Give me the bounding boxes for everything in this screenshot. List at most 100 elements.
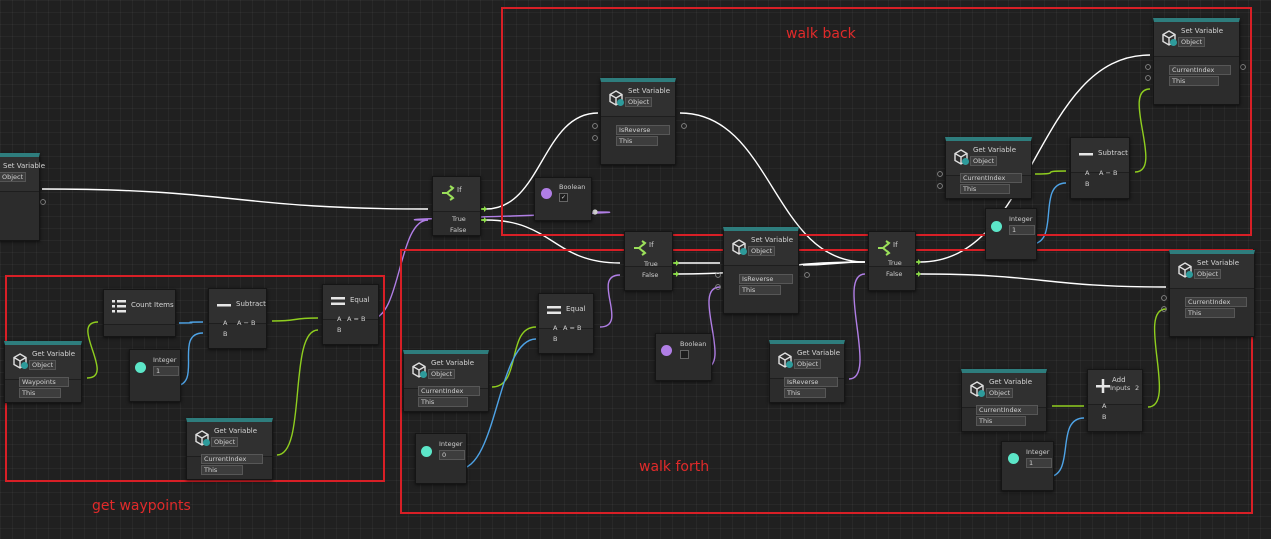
current-index-forth-var-field[interactable]: CurrentIndex — [1185, 297, 1247, 307]
get-current-index-forth-right-kind[interactable]: Object — [986, 388, 1014, 398]
get-current-index-back-this-field[interactable]: This — [960, 184, 1010, 194]
equal-forth-title: Equal — [566, 305, 586, 313]
branch-icon — [442, 185, 455, 201]
plus-icon — [1096, 379, 1110, 393]
boolean-false-title: Boolean — [680, 340, 707, 348]
waypoints-var-field[interactable]: Waypoints — [19, 377, 69, 387]
if-top-true-label: True — [452, 215, 466, 223]
set-is-reverse-forth-kind[interactable]: Object — [748, 246, 776, 256]
boolean-true-checkbox[interactable]: ✓ — [559, 193, 568, 202]
get-current-index-forth-right-this-field[interactable]: This — [976, 416, 1026, 426]
subtract-waypoints-node[interactable]: Subtract A B A − B — [208, 288, 267, 349]
current-index-back-var-field[interactable]: CurrentIndex — [1169, 65, 1231, 75]
count-items-header: Count Items — [104, 290, 175, 325]
subtract-back-node[interactable]: Subtract A B A − B — [1070, 137, 1130, 199]
entry-node-title: Set Variable — [3, 162, 46, 170]
get-current-index-waypoints-this-field[interactable]: This — [201, 465, 243, 475]
set-is-reverse-forth-node[interactable]: Set Variable Object IsReverse This — [723, 227, 799, 314]
get-current-index-waypoints-kind[interactable]: Object — [211, 437, 239, 447]
integer-zero-node[interactable]: Integer 0 — [415, 433, 467, 484]
waypoints-this-field[interactable]: This — [19, 388, 61, 398]
equal-forth-b-label: B — [553, 335, 558, 343]
get-is-reverse-kind[interactable]: Object — [794, 359, 822, 369]
set-is-reverse-forth-title: Set Variable — [751, 236, 794, 244]
add-a-label: A — [1102, 402, 1107, 410]
boolean-false-checkbox[interactable] — [680, 350, 689, 359]
get-current-index-forth-left-node[interactable]: Get Variable Object CurrentIndex This — [403, 350, 489, 412]
list-icon — [112, 300, 126, 313]
count-items-title: Count Items — [131, 301, 174, 309]
cube-icon — [195, 430, 210, 446]
integer-one-back-field[interactable]: 1 — [1009, 225, 1035, 235]
if-node-right[interactable]: If True False — [868, 231, 916, 291]
get-waypoints-header: Get Variable Object — [5, 345, 81, 380]
get-current-index-forth-right-node[interactable]: Get Variable Object CurrentIndex This — [961, 369, 1047, 432]
entry-node[interactable]: Set Variable Object — [0, 153, 45, 241]
boolean-false-icon — [661, 345, 672, 356]
add-node[interactable]: Add Inputs 2 A B — [1087, 369, 1143, 432]
get-current-index-forth-left-var-field[interactable]: CurrentIndex — [418, 386, 480, 396]
set-current-index-back-node[interactable]: Set Variable Object CurrentIndex This — [1153, 18, 1240, 105]
get-current-index-waypoints-title: Get Variable — [214, 427, 258, 435]
current-index-forth-this-field[interactable]: This — [1185, 308, 1235, 318]
set-is-reverse-back-title: Set Variable — [628, 87, 671, 95]
integer-one-back-icon — [991, 221, 1002, 232]
if-node-mid[interactable]: If True False — [624, 231, 673, 291]
flow-entry-to-if-top[interactable] — [41, 188, 429, 210]
integer-one-waypoints-node[interactable]: Integer 1 — [129, 349, 181, 402]
get-waypoints-kind[interactable]: Object — [29, 360, 57, 370]
get-current-index-waypoints-node[interactable]: Get Variable Object CurrentIndex This — [186, 418, 273, 480]
set-current-index-back-kind[interactable]: Object — [1178, 37, 1206, 47]
count-items-node[interactable]: Count Items — [103, 289, 176, 337]
integer-one-forth-field[interactable]: 1 — [1026, 458, 1052, 468]
integer-one-waypoints-icon — [135, 362, 146, 373]
equal-waypoints-node[interactable]: Equal A B A = B — [322, 284, 379, 345]
entry-node-header: Set Variable Object — [0, 157, 45, 192]
integer-one-back-node[interactable]: Integer 1 — [985, 208, 1037, 260]
cube-icon — [13, 353, 28, 369]
cube-icon — [1162, 30, 1177, 46]
get-waypoints-label: get waypoints — [92, 498, 191, 514]
integer-one-waypoints-field[interactable]: 1 — [153, 366, 179, 376]
get-current-index-forth-left-kind[interactable]: Object — [428, 369, 456, 379]
if-node-top-title: If — [457, 186, 462, 194]
add-inputs-value[interactable]: 2 — [1135, 384, 1140, 392]
boolean-false-node[interactable]: Boolean — [655, 333, 712, 381]
get-is-reverse-this-field[interactable]: This — [784, 388, 826, 398]
current-index-back-this-field[interactable]: This — [1169, 76, 1219, 86]
is-reverse-forth-var-field[interactable]: IsReverse — [739, 274, 793, 284]
flow-port-3[interactable] — [480, 217, 487, 223]
integer-zero-field[interactable]: 0 — [439, 450, 465, 460]
get-is-reverse-node[interactable]: Get Variable Object IsReverse This — [769, 340, 845, 403]
is-reverse-forth-this-field[interactable]: This — [739, 285, 781, 295]
equal-forth-node[interactable]: Equal A B A = B — [538, 293, 594, 354]
get-current-index-forth-left-this-field[interactable]: This — [418, 397, 468, 407]
walk-back-label: walk back — [786, 26, 856, 42]
get-waypoints-node[interactable]: Get Variable Object Waypoints This — [4, 341, 82, 403]
get-current-index-forth-right-var-field[interactable]: CurrentIndex — [976, 405, 1038, 415]
entry-node-kind[interactable]: Object — [0, 172, 27, 182]
get-current-index-waypoints-var-field[interactable]: CurrentIndex — [201, 454, 263, 464]
flow-port-1[interactable] — [480, 206, 487, 212]
is-reverse-back-this-field[interactable]: This — [616, 136, 658, 146]
set-is-reverse-back-kind[interactable]: Object — [625, 97, 653, 107]
get-current-index-back-var-field[interactable]: CurrentIndex — [960, 173, 1022, 183]
integer-one-forth-node[interactable]: Integer 1 — [1001, 441, 1054, 491]
if-right-false-label: False — [886, 270, 903, 278]
subtract-back-title: Subtract — [1098, 149, 1128, 157]
optional-port-23[interactable] — [40, 199, 46, 205]
if-node-top[interactable]: If True False — [432, 176, 481, 236]
set-current-index-forth-kind[interactable]: Object — [1194, 269, 1222, 279]
integer-zero-title: Integer — [439, 440, 463, 448]
get-current-index-back-kind[interactable]: Object — [970, 156, 998, 166]
is-reverse-back-var-field[interactable]: IsReverse — [616, 125, 670, 135]
if-mid-true-label: True — [644, 260, 658, 268]
get-is-reverse-var-field[interactable]: IsReverse — [784, 377, 838, 387]
get-current-index-back-node[interactable]: Get Variable Object CurrentIndex This — [945, 137, 1032, 199]
boolean-true-node[interactable]: Boolean ✓ — [534, 177, 592, 221]
set-current-index-forth-node[interactable]: Set Variable Object CurrentIndex This — [1169, 250, 1255, 337]
if-node-top-header: If — [433, 177, 480, 212]
set-is-reverse-back-node[interactable]: Set Variable Object IsReverse This — [600, 78, 676, 165]
subtract-waypoints-header: Subtract — [209, 289, 266, 324]
